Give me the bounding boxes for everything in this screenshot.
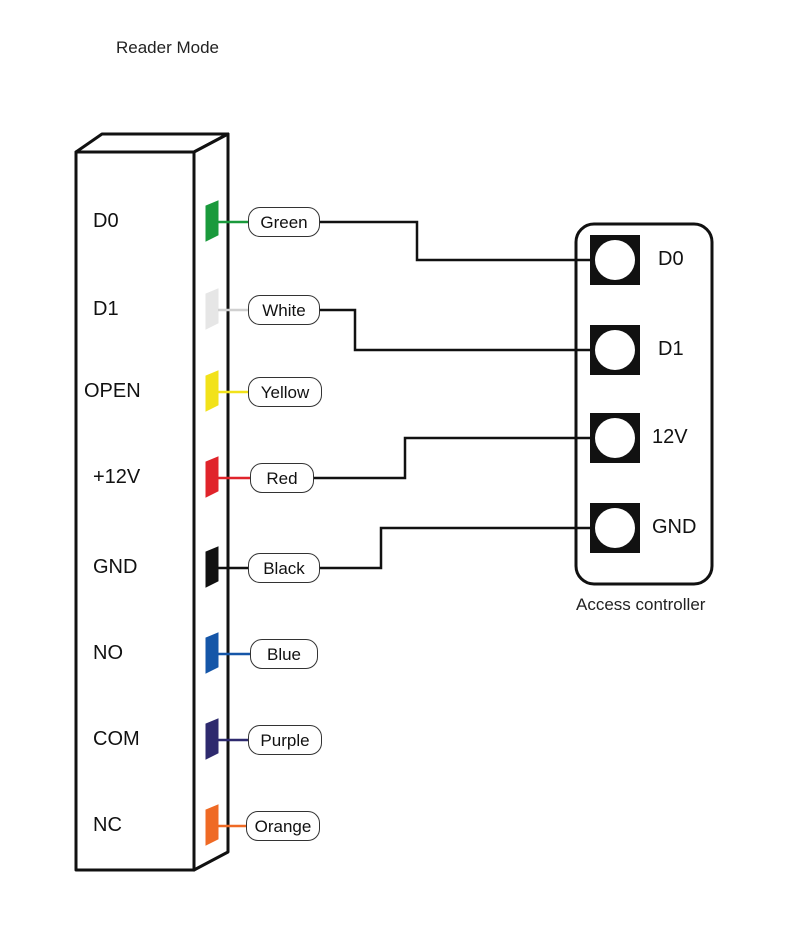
wire-label-white: White (248, 295, 320, 325)
wire-label-red: Red (250, 463, 314, 493)
reader-pin-label-open: OPEN (84, 380, 141, 402)
wire-connector-purple (205, 718, 219, 760)
terminal-screw-d1 (595, 330, 635, 370)
wire-connector-yellow (205, 370, 219, 412)
wire-label-purple: Purple (248, 725, 322, 755)
wire-connector-red (205, 456, 219, 498)
connection-lines (314, 220, 590, 570)
wire-label-green: Green (248, 207, 320, 237)
terminal-label-12v: 12V (652, 426, 688, 448)
reader-pin-label-d1: D1 (93, 298, 119, 320)
wire-connector-orange (205, 804, 219, 846)
wire-label-blue: Blue (250, 639, 318, 669)
controller-caption: Access controller (576, 595, 706, 614)
reader-pin-label-nc: NC (93, 814, 122, 836)
wire-connector-blue (205, 632, 219, 674)
reader-side-face (192, 132, 230, 872)
terminal-label-d1: D1 (658, 338, 684, 360)
wire-connectors (205, 200, 250, 846)
reader-pin-label-d0: D0 (93, 210, 119, 232)
wire-connector-white (205, 288, 219, 330)
controller-box (574, 222, 714, 586)
terminal-label-d0: D0 (658, 248, 684, 270)
wire-connector-green (205, 200, 219, 242)
controller-terminals (590, 235, 640, 553)
wire-label-black: Black (248, 553, 320, 583)
wire-connector-black (205, 546, 219, 588)
diagram-title: Reader Mode (116, 38, 220, 57)
terminal-screw-12v (595, 418, 635, 458)
reader-pin-label-no: NO (93, 642, 123, 664)
terminal-screw-d0 (595, 240, 635, 280)
connection-plus-12v-to-12v (314, 436, 590, 480)
terminal-screw-gnd (595, 508, 635, 548)
connection-d0-to-d0 (320, 220, 590, 262)
terminal-label-gnd: GND (652, 516, 697, 538)
wire-label-orange: Orange (246, 811, 320, 841)
connection-d1-to-d1 (320, 308, 590, 352)
reader-pin-label-com: COM (93, 728, 140, 750)
reader-pin-label-gnd: GND (93, 556, 138, 578)
reader-front-face (74, 150, 196, 872)
wire-label-yellow: Yellow (248, 377, 322, 407)
reader-pin-label-plus-12v: +12V (93, 466, 141, 488)
connection-gnd-to-gnd (320, 526, 590, 570)
reader-body (74, 132, 230, 872)
